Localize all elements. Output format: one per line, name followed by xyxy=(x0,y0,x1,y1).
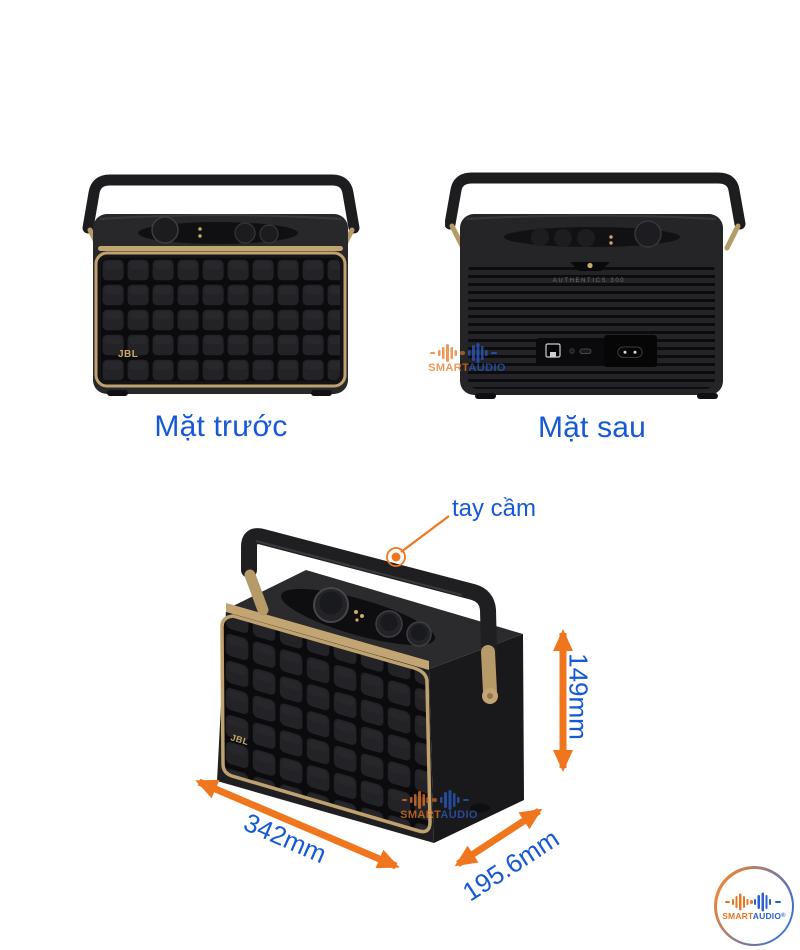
front-view-caption: Mặt trước xyxy=(154,410,288,443)
gold-trim-perspective xyxy=(226,603,429,670)
smartaudio-badge-inner: SMARTAUDIO® xyxy=(716,868,792,944)
watermark-waveform-icon xyxy=(430,343,497,363)
callout-dot xyxy=(391,552,401,562)
depth-arrow xyxy=(454,808,543,867)
treble-knob xyxy=(259,224,279,244)
ac-inlet xyxy=(617,346,643,358)
indicator-dot xyxy=(587,262,593,269)
watermark-waveform-icon xyxy=(402,790,469,810)
watermark-text: SMARTAUDIO xyxy=(428,362,506,374)
watermark-mid: SMARTAUDIO xyxy=(428,342,506,374)
badge-waveform-icon xyxy=(725,892,781,911)
height-dimension-label: 149mm xyxy=(563,653,594,740)
jbl-logo: JBL xyxy=(118,349,138,360)
width-arrow xyxy=(195,778,400,870)
ethernet-port xyxy=(545,343,561,358)
handle-bracket xyxy=(481,645,497,699)
speaker-front-view: JBL xyxy=(82,174,360,396)
speaker-back-view: AUTHENTICS 300 xyxy=(445,172,746,399)
bass-knob xyxy=(234,222,256,244)
usbc-port xyxy=(579,348,592,354)
badge-text: SMARTAUDIO® xyxy=(722,910,786,921)
back-view-caption: Mặt sau xyxy=(537,411,647,444)
gold-trim-front xyxy=(98,246,343,251)
model-label: AUTHENTICS 300 xyxy=(553,278,625,284)
handle-callout-label: tay cầm xyxy=(452,495,537,522)
side-face xyxy=(429,634,524,843)
jbl-logo-perspective: JBL xyxy=(229,732,250,747)
handle-front xyxy=(82,174,360,234)
handle-perspective xyxy=(241,528,497,658)
reset-hole xyxy=(569,348,575,354)
callout-ring xyxy=(386,547,406,567)
grille-perspective xyxy=(220,614,432,834)
smartaudio-badge: SMARTAUDIO® xyxy=(714,866,794,946)
volume-knob xyxy=(151,216,179,244)
callout-line xyxy=(400,515,450,553)
handle-back xyxy=(445,172,746,230)
